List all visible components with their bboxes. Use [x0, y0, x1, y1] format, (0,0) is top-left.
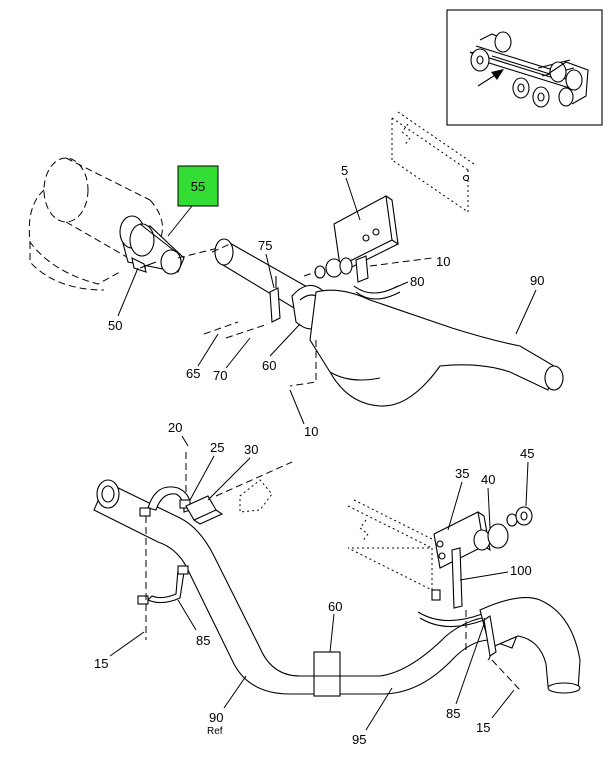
- strap-100: [451, 547, 463, 609]
- chassis-frame-sketch: [469, 31, 589, 108]
- callout-70[interactable]: 70: [213, 368, 227, 383]
- callout-35[interactable]: 35: [455, 466, 469, 481]
- callout-60-lower[interactable]: 60: [328, 599, 342, 614]
- callout-100[interactable]: 100: [510, 563, 532, 578]
- callout-75[interactable]: 75: [258, 238, 272, 253]
- callout-10-lower[interactable]: 10: [304, 424, 318, 439]
- elbow-outlet: [479, 597, 581, 694]
- callout-90-upper[interactable]: 90: [530, 273, 544, 288]
- callout-40[interactable]: 40: [481, 472, 495, 487]
- bracket-30: [185, 461, 293, 525]
- callout-25[interactable]: 25: [210, 440, 224, 455]
- bracket-5: [333, 195, 399, 271]
- clamp-60-lower: [313, 651, 341, 697]
- chassis-locator-inset: [446, 9, 603, 126]
- callout-95[interactable]: 95: [352, 732, 366, 747]
- callout-90-ref-label: Ref: [207, 726, 223, 737]
- band-clamp-right: [417, 589, 485, 628]
- callout-10-upper[interactable]: 10: [436, 254, 450, 269]
- reference-lines-upper: [203, 321, 317, 387]
- callout-5[interactable]: 5: [341, 163, 348, 178]
- callout-85-right[interactable]: 85: [446, 706, 460, 721]
- pipe-90-ref-lower: [93, 479, 521, 695]
- callout-55[interactable]: 55: [191, 179, 205, 194]
- outlet-pipe-stub: [119, 215, 185, 275]
- callout-45[interactable]: 45: [520, 446, 534, 461]
- isolator-stack-lower: [473, 506, 533, 551]
- clamp-75: [269, 276, 281, 323]
- callout-15-right[interactable]: 15: [476, 720, 490, 735]
- frame-rail-upper: [391, 111, 475, 213]
- callout-15-left[interactable]: 15: [94, 656, 108, 671]
- frame-rail-lower: [347, 499, 439, 591]
- lower-callouts: 20 25 30 35 40 45 100 60 85 15 90 Ref 95…: [94, 420, 534, 747]
- callout-85-left[interactable]: 85: [196, 633, 210, 648]
- clamp-80: [353, 285, 401, 300]
- highlighted-callout-55[interactable]: 55: [167, 165, 219, 237]
- highlight-box[interactable]: [177, 165, 219, 207]
- clamp-top-u: [139, 486, 191, 517]
- clamp-85-left: [137, 565, 189, 605]
- callout-60-upper[interactable]: 60: [262, 358, 276, 373]
- connection-line-upper: [177, 247, 219, 259]
- reference-lines-lower: [145, 452, 521, 691]
- tailpipe-90-upper: [309, 289, 564, 407]
- callout-20[interactable]: 20: [168, 420, 182, 435]
- callout-50[interactable]: 50: [108, 318, 122, 333]
- callout-90-lower[interactable]: 90: [209, 710, 223, 725]
- upper-callouts: 5 10 50 75 80 90 65 70 60 10: [108, 163, 544, 439]
- callout-80[interactable]: 80: [410, 274, 424, 289]
- callout-30[interactable]: 30: [244, 442, 258, 457]
- muffler-body: [28, 157, 163, 291]
- callout-65[interactable]: 65: [186, 366, 200, 381]
- clamp-50: [131, 257, 157, 273]
- isolator-hardware: [303, 255, 433, 283]
- location-arrow-icon: [477, 69, 504, 87]
